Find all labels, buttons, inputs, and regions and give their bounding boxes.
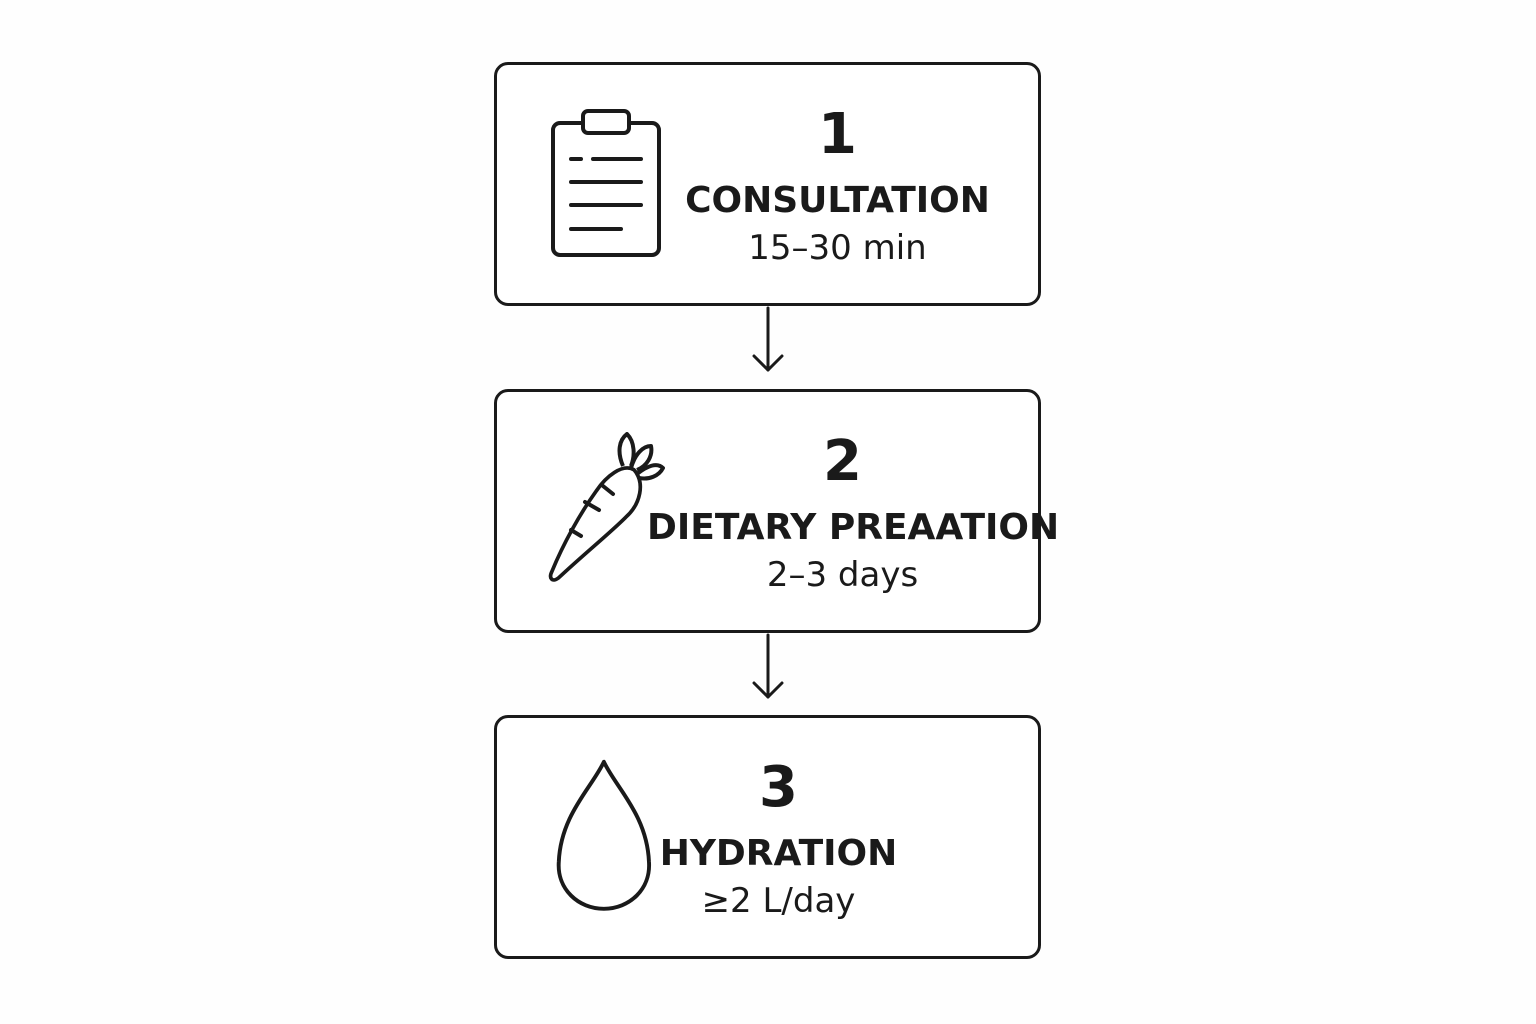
water-drop-icon: [556, 759, 651, 911]
step-title: DIETARY PREAATION: [647, 507, 1060, 548]
step-text: 1 CONSULTATION 15–30 min: [637, 65, 1038, 303]
step-number: 3: [759, 755, 798, 820]
step-text: 3 HYDRATION ≥2 L/day: [609, 718, 948, 956]
step-detail: ≥2 L/day: [701, 881, 856, 921]
step-text: 2 DIETARY PREAATION 2–3 days: [647, 392, 1060, 630]
down-arrow-icon: [752, 633, 784, 699]
step-title: CONSULTATION: [685, 180, 990, 221]
step-card-consultation: 1 CONSULTATION 15–30 min: [494, 62, 1041, 306]
step-number: 2: [823, 429, 862, 494]
clipboard-icon: [551, 109, 661, 257]
step-card-dietary: 2 DIETARY PREAATION 2–3 days: [494, 389, 1060, 633]
step-detail: 15–30 min: [748, 228, 927, 268]
step-number: 1: [818, 102, 857, 167]
carrot-icon: [548, 432, 665, 582]
down-arrow-icon: [752, 306, 784, 372]
step-title: HYDRATION: [659, 833, 898, 874]
step-detail: 2–3 days: [766, 555, 919, 595]
step-card-hydration: 3 HYDRATION ≥2 L/day: [494, 715, 1041, 959]
